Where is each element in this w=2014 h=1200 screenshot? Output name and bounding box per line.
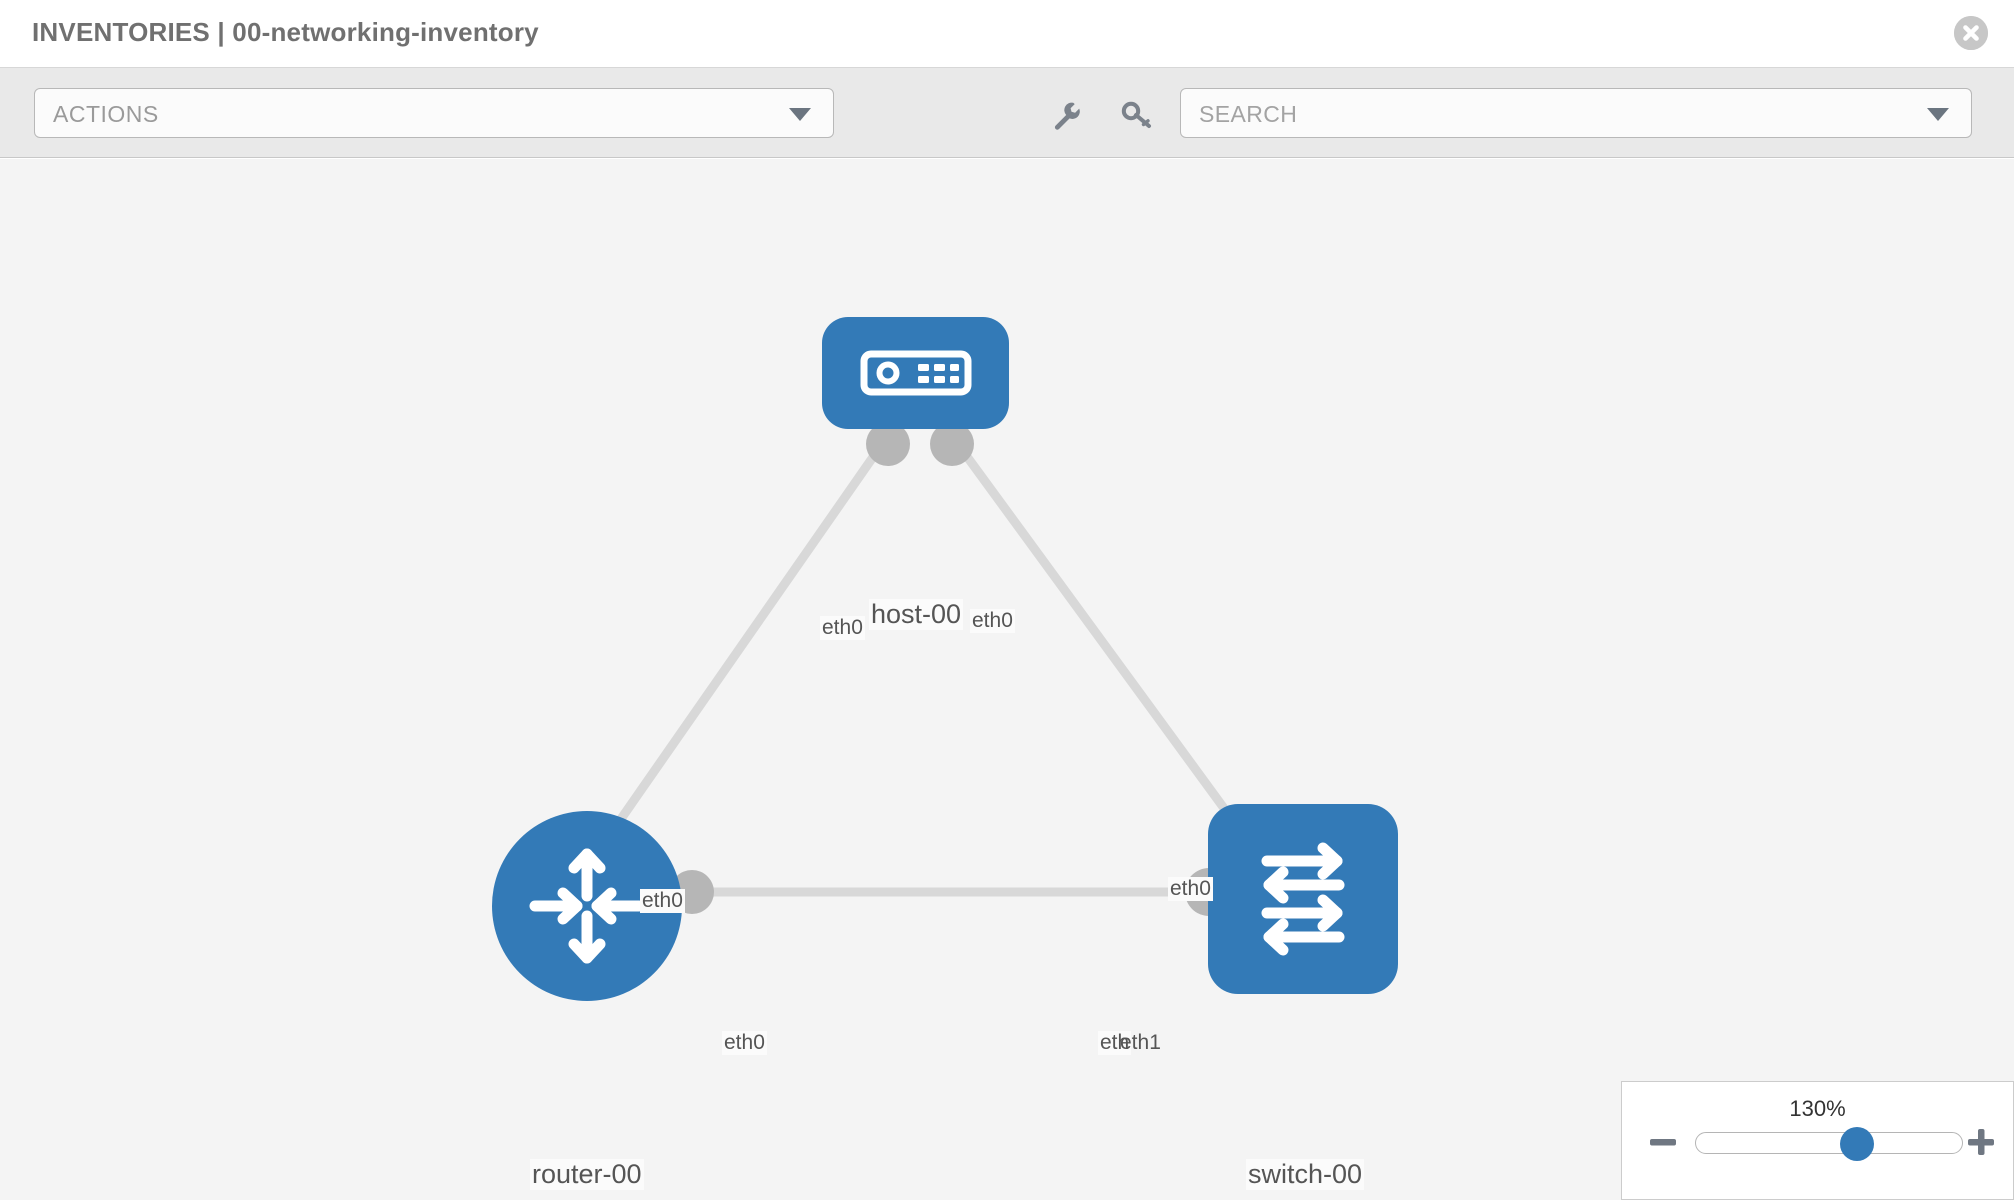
switch-arrows-icon xyxy=(1261,842,1345,956)
zoom-slider-track[interactable] xyxy=(1695,1127,1963,1161)
topology-links xyxy=(596,444,1249,897)
node-switch-00[interactable] xyxy=(1208,804,1398,994)
port-label-host-left: eth0 xyxy=(820,616,865,640)
actions-dropdown[interactable]: ACTIONS xyxy=(34,88,834,138)
search-input[interactable]: SEARCH xyxy=(1180,88,1972,138)
page-title: INVENTORIES | 00-networking-inventory xyxy=(32,17,539,47)
actions-dropdown-label: ACTIONS xyxy=(53,101,159,127)
port-label-router-right: eth0 xyxy=(722,1031,767,1055)
toolbar: ACTIONS SEARCH xyxy=(0,68,2014,158)
link-host-switch xyxy=(956,444,1249,840)
zoom-slider-handle[interactable] xyxy=(1839,1127,1874,1161)
close-icon[interactable] xyxy=(1954,16,1988,50)
chevron-down-icon xyxy=(789,108,811,121)
port-label-switch-up: eth0 xyxy=(1168,877,1213,901)
page-header: INVENTORIES | 00-networking-inventory xyxy=(0,0,2014,68)
router-arrows-icon xyxy=(529,848,645,964)
connector-host-right xyxy=(930,422,974,466)
zoom-level-label: 130% xyxy=(1789,1096,1846,1121)
node-label-router-00: router-00 xyxy=(530,1159,644,1190)
topology-connectors xyxy=(670,422,1259,916)
chevron-down-icon[interactable] xyxy=(1927,108,1949,121)
key-icon[interactable] xyxy=(1120,98,1154,132)
zoom-control-panel: 130% xyxy=(1621,1081,2014,1200)
connector-host-left xyxy=(866,422,910,466)
topology-canvas[interactable]: host-00 eth0 eth0 xyxy=(0,159,2014,1200)
node-label-switch-00: switch-00 xyxy=(1246,1159,1365,1190)
port-label-switch-left: eth1 xyxy=(1120,1031,1161,1054)
minus-icon[interactable] xyxy=(1647,1126,1679,1158)
port-label-switch-left-under: eth xyxy=(1098,1031,1132,1055)
port-label-router-up: eth0 xyxy=(640,889,685,913)
node-label-host-00: host-00 xyxy=(869,599,964,630)
link-host-router xyxy=(596,444,884,852)
topology-graph xyxy=(596,422,1259,916)
port-label-host-right: eth0 xyxy=(970,609,1015,633)
node-host-00[interactable] xyxy=(822,317,1009,429)
wrench-icon[interactable] xyxy=(1050,98,1084,132)
search-placeholder: SEARCH xyxy=(1199,101,1298,127)
plus-icon[interactable] xyxy=(1965,1126,1997,1158)
server-icon xyxy=(860,350,971,396)
